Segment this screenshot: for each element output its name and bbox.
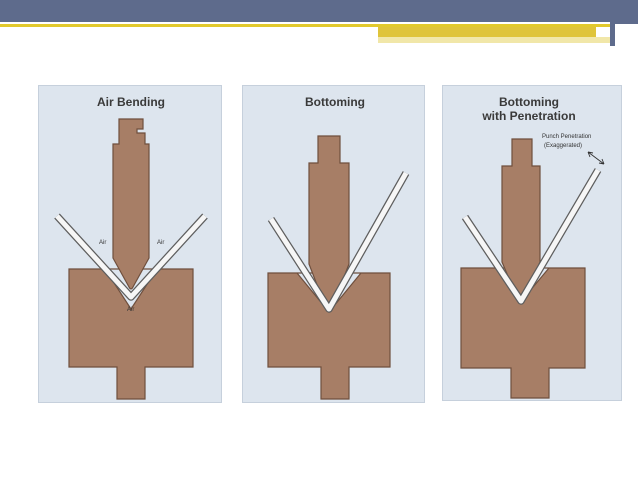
header-corner-cut bbox=[615, 24, 638, 46]
panel-bottoming: Bottoming bbox=[242, 85, 425, 403]
penetration-title-1: Bottoming bbox=[499, 95, 559, 109]
annotation-line-1: Punch Penetration bbox=[542, 134, 591, 140]
accent-notch bbox=[596, 27, 610, 37]
header-gap bbox=[0, 22, 638, 24]
accent-bar-right bbox=[378, 27, 596, 37]
air-label-right: Air bbox=[157, 240, 164, 246]
bottoming-title: Bottoming bbox=[305, 95, 365, 109]
air-label-left: Air bbox=[99, 240, 106, 246]
annotation-arrow bbox=[587, 151, 605, 165]
air-bending-diagram: Air Bending Air Air Air bbox=[54, 95, 208, 400]
panel-air-bending: Air Bending Air Air Air bbox=[38, 85, 222, 403]
accent-bar-right-light bbox=[378, 37, 610, 43]
annotation-line-2: (Exaggerated) bbox=[544, 143, 582, 149]
air-bending-title: Air Bending bbox=[97, 95, 165, 109]
accent-line bbox=[0, 24, 638, 27]
panel-bottoming-penetration: Bottoming with Penetration Punch Penetra… bbox=[442, 85, 622, 401]
penetration-title-2: with Penetration bbox=[481, 109, 575, 123]
bottoming-diagram: Bottoming bbox=[267, 95, 410, 400]
air-label-bottom: Air bbox=[127, 307, 134, 313]
air-bending-die bbox=[68, 268, 194, 400]
air-bending-punch bbox=[112, 118, 150, 290]
penetration-diagram: Bottoming with Penetration Punch Penetra… bbox=[460, 95, 605, 399]
header-band bbox=[0, 0, 638, 22]
